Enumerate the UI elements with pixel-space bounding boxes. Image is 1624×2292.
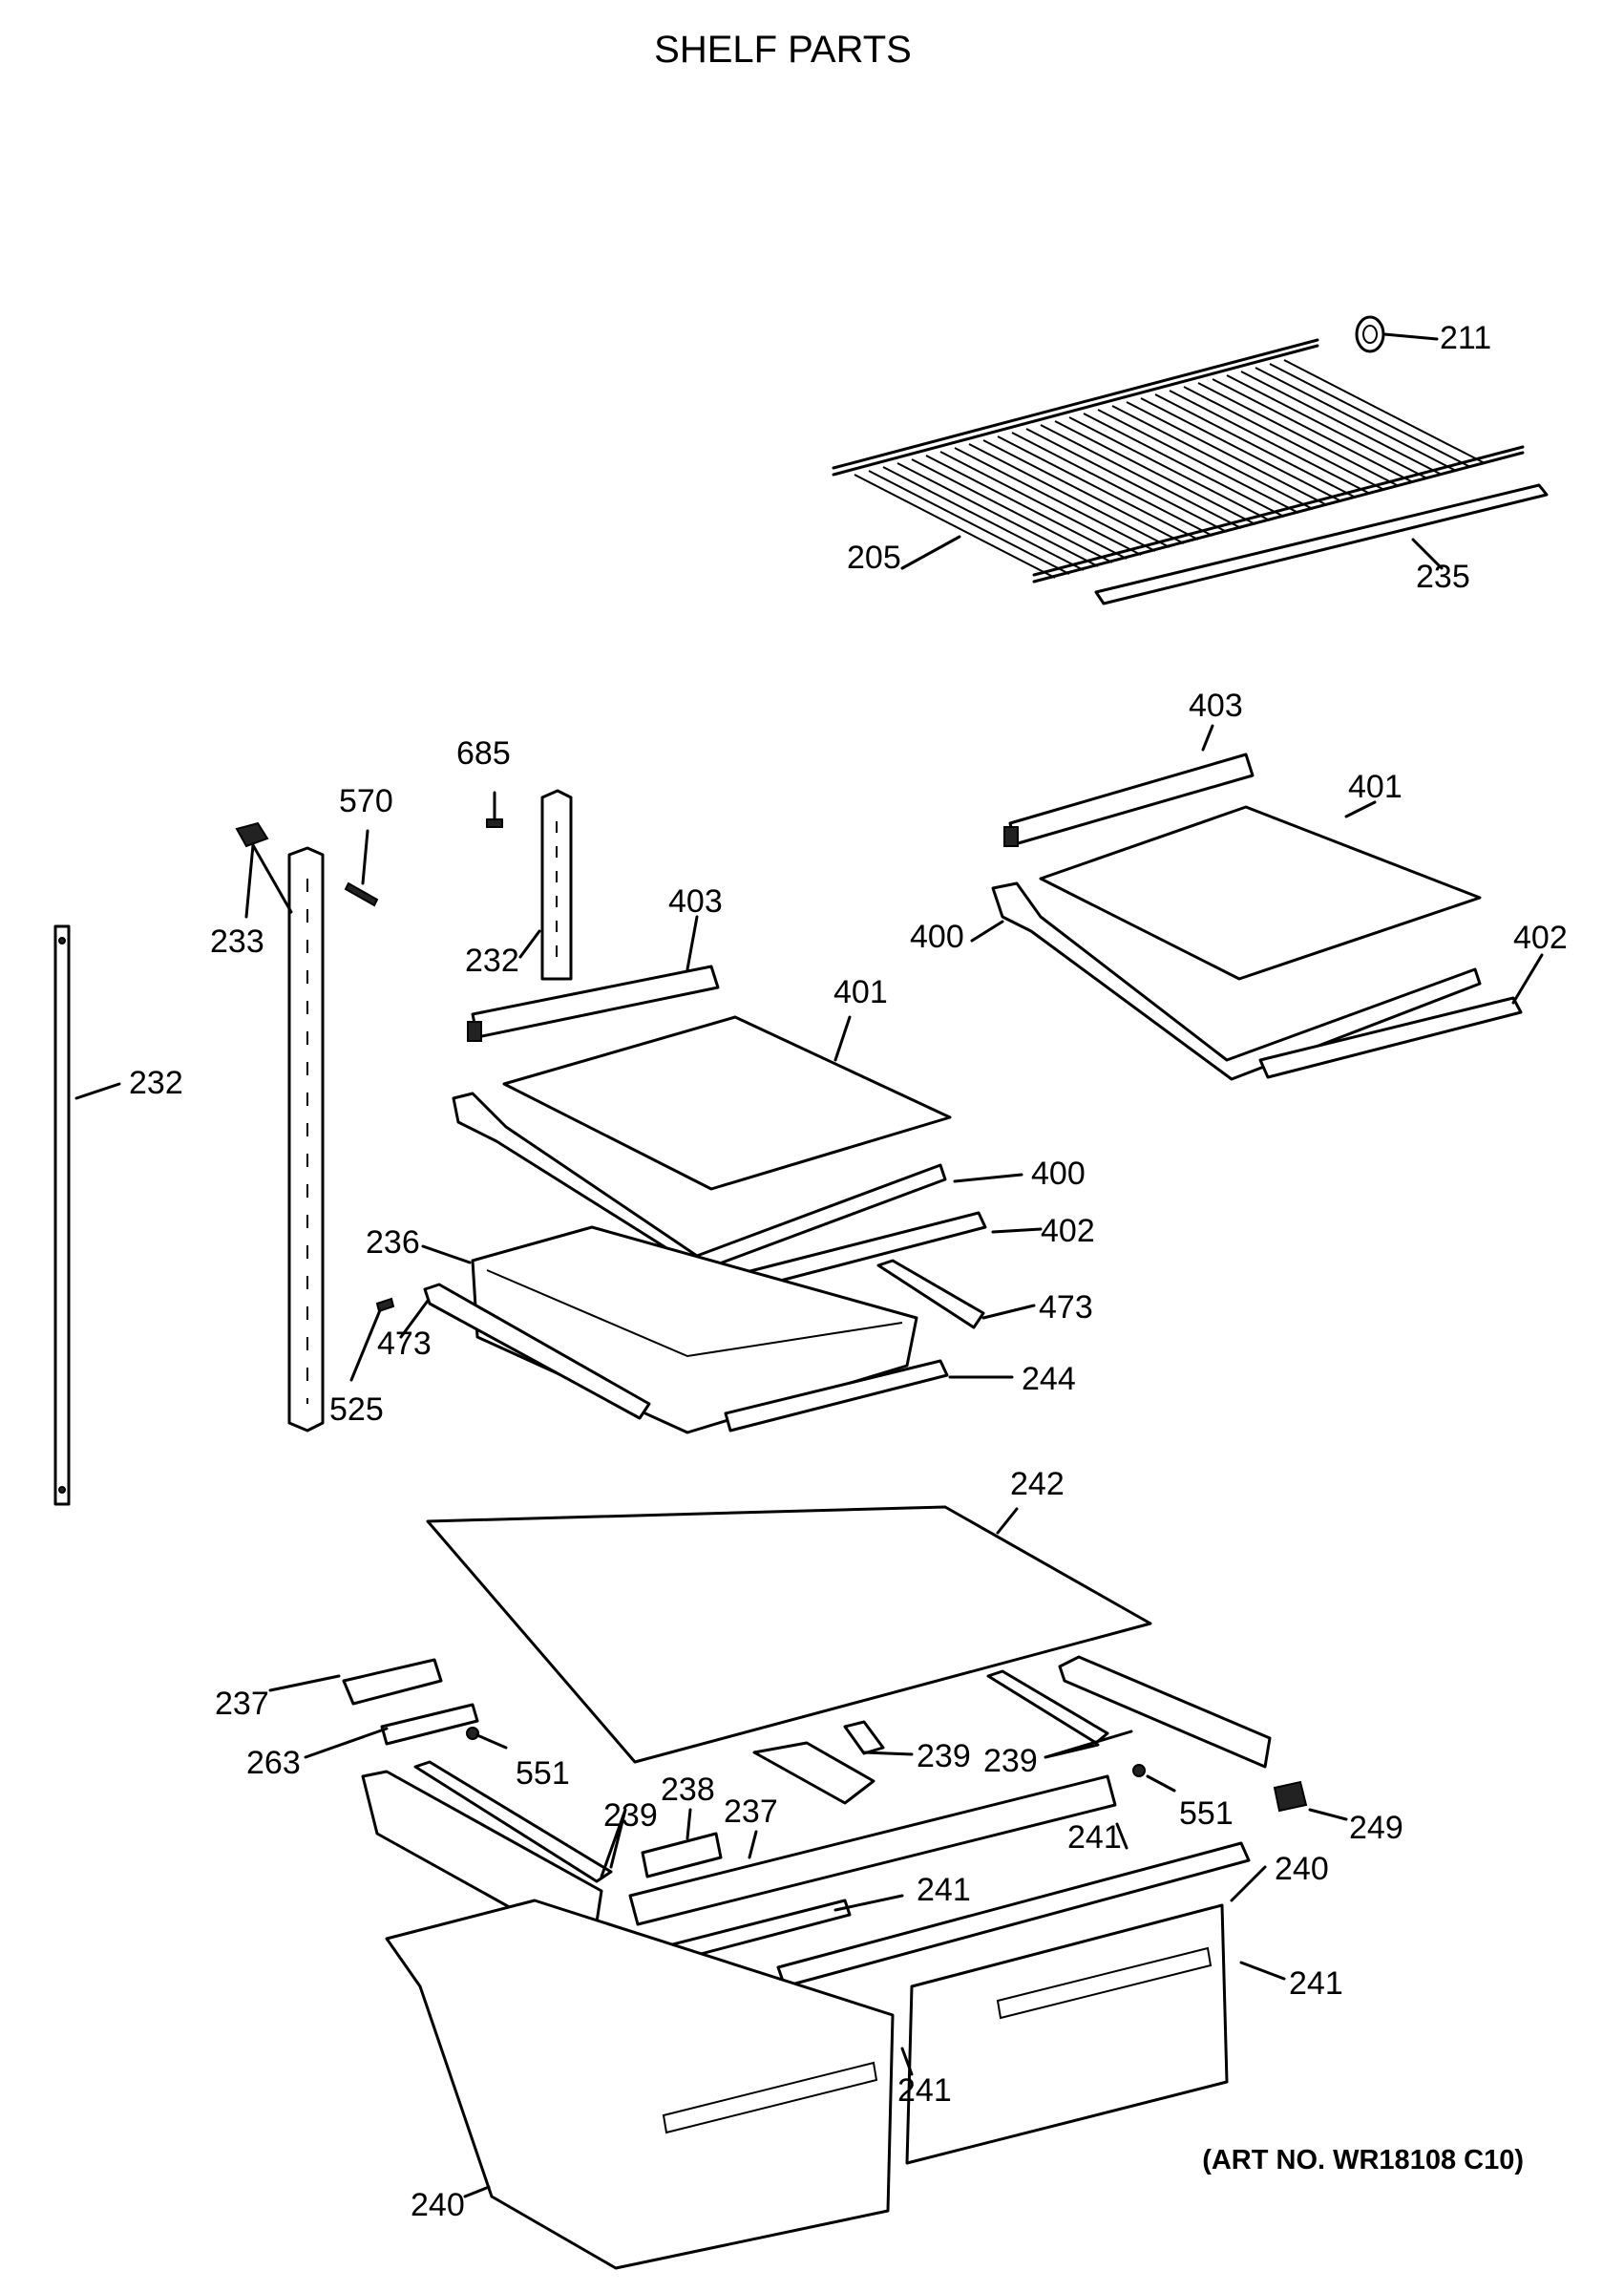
callout-685: 685 [456, 735, 511, 772]
screw-685 [486, 818, 503, 828]
diagram-title: SHELF PARTS [654, 29, 912, 71]
callout-232: 232 [129, 1065, 183, 1101]
callout-205: 205 [847, 540, 901, 576]
callout-551: 551 [516, 1755, 570, 1792]
callout-239: 239 [917, 1738, 971, 1774]
callout-473: 473 [377, 1326, 432, 1362]
glass-shelf-242 [426, 1505, 1152, 1764]
shelf-bumper-211 [1355, 315, 1385, 353]
art-number: (ART NO. WR18108 C10) [1202, 2145, 1524, 2175]
shelf-right-403-trim [1003, 753, 1255, 847]
callout-235: 235 [1416, 559, 1470, 595]
callout-241: 241 [897, 2072, 952, 2109]
callout-403: 403 [668, 883, 723, 920]
leader-lines [74, 332, 1544, 2198]
shelf-right-402-trim [1258, 996, 1523, 1079]
callout-401: 401 [1348, 769, 1403, 805]
bracket-239-center [752, 1720, 885, 1805]
shelf-mid-403-trim [467, 965, 720, 1042]
shelf-right-401-glass [1039, 805, 1482, 981]
callout-241: 241 [917, 1872, 971, 1908]
callout-232: 232 [465, 943, 519, 979]
callout-400: 400 [910, 919, 964, 955]
callout-525: 525 [329, 1391, 384, 1428]
screw-551-left [466, 1727, 479, 1740]
callout-402: 402 [1041, 1213, 1095, 1249]
rail-239-right [986, 1669, 1109, 1745]
shelf-trim-244 [724, 1359, 949, 1432]
callout-241: 241 [1289, 1965, 1343, 2002]
callout-239: 239 [603, 1797, 658, 1834]
callout-244: 244 [1022, 1361, 1076, 1397]
callout-236: 236 [366, 1224, 420, 1261]
callout-237: 237 [215, 1686, 269, 1722]
callout-240: 240 [1275, 1851, 1329, 1887]
drawer-slide-473-right [876, 1259, 985, 1329]
screw-551-right [1132, 1764, 1146, 1777]
screw-570 [344, 881, 379, 907]
clip-233 [235, 821, 269, 848]
ladder-bracket-232-upper [540, 789, 573, 981]
callout-240: 240 [411, 2187, 465, 2223]
callout-249: 249 [1349, 1810, 1403, 1846]
shelf-right-400-frame [991, 881, 1482, 1081]
callout-238: 238 [661, 1772, 715, 1808]
wire-shelf-205 [832, 338, 1525, 584]
hinge-249 [1273, 1780, 1308, 1813]
shelf-trim-235 [1094, 483, 1549, 605]
callout-400: 400 [1031, 1156, 1086, 1192]
callout-242: 242 [1010, 1466, 1065, 1502]
bracket-263 [380, 1703, 479, 1746]
screw-525 [375, 1297, 395, 1313]
cover-237-center [628, 1774, 1117, 1926]
callout-241: 241 [1067, 1819, 1122, 1856]
callout-labels: 211 205 235 403 401 400 402 685 570 233 … [129, 320, 1568, 2223]
callout-263: 263 [246, 1745, 301, 1781]
shelf-mid-401-glass [502, 1015, 952, 1191]
callout-402: 402 [1513, 920, 1568, 956]
crisper-drawer-240-right [905, 1903, 1229, 2165]
callout-473: 473 [1039, 1289, 1093, 1326]
crisper-drawer-240-left [385, 1899, 895, 2270]
callout-401: 401 [833, 974, 888, 1010]
side-frame-right [1058, 1655, 1272, 1769]
shelf-mid-400-frame [452, 1092, 947, 1272]
ladder-bracket-232-left [53, 924, 71, 1506]
callout-403: 403 [1189, 688, 1243, 724]
callout-551: 551 [1179, 1795, 1234, 1832]
label-238 [641, 1832, 723, 1878]
callout-239: 239 [983, 1743, 1038, 1779]
callout-211: 211 [1440, 320, 1491, 356]
callout-233: 233 [210, 923, 264, 960]
callout-570: 570 [339, 783, 393, 819]
callout-237: 237 [724, 1793, 778, 1830]
rail-239-left [413, 1760, 613, 1883]
ladder-bracket-center [287, 846, 325, 1432]
bracket-237-left [342, 1658, 443, 1706]
